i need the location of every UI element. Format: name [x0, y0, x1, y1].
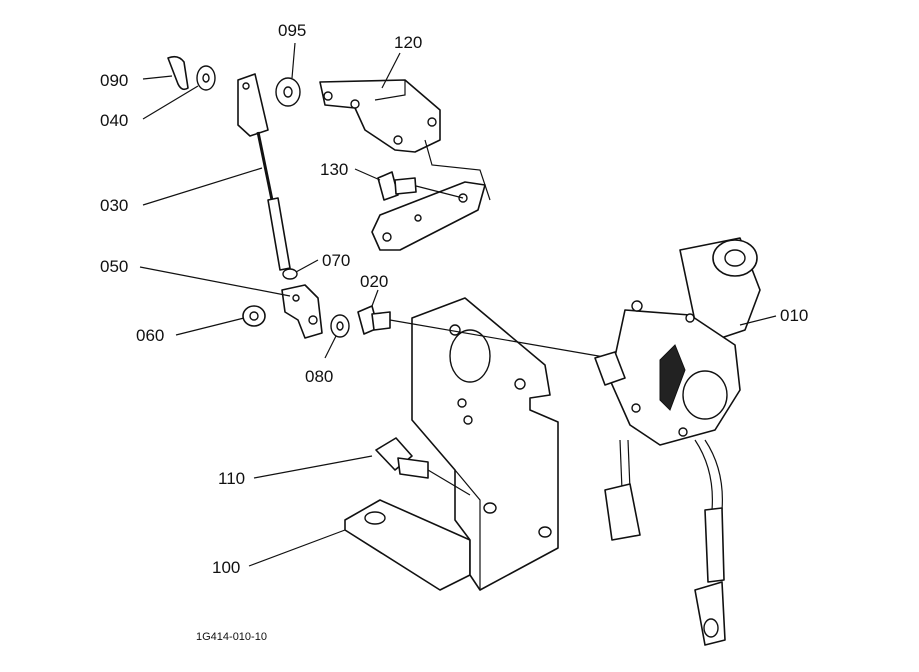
part-100-bracket — [344, 297, 559, 591]
callout-110: 110 — [218, 469, 245, 488]
callout-095: 095 — [278, 21, 306, 40]
part-010-actuator — [594, 237, 761, 646]
part-120-bracket — [319, 79, 491, 251]
callout-080: 080 — [305, 367, 333, 386]
callout-010: 010 — [780, 306, 808, 325]
callout-130: 130 — [320, 160, 348, 179]
callout-100: 100 — [212, 558, 240, 577]
callout-060: 060 — [136, 326, 164, 345]
part-130-bolt — [377, 171, 464, 201]
part-070-washer — [282, 268, 298, 280]
callout-070: 070 — [322, 251, 350, 270]
part-050-lever — [281, 284, 323, 339]
callout-120: 120 — [394, 33, 422, 52]
part-030-rod — [237, 73, 291, 271]
part-020-bolt — [357, 305, 611, 359]
callout-050: 050 — [100, 257, 128, 276]
callout-020: 020 — [360, 272, 388, 291]
callout-090: 090 — [100, 71, 128, 90]
callout-040: 040 — [100, 111, 128, 130]
part-110-bolt — [375, 437, 471, 496]
callout-030: 030 — [100, 196, 128, 215]
leader-lines — [139, 42, 777, 567]
figure-code: 1G414-010-10 — [196, 631, 267, 643]
part-090-pin — [167, 55, 189, 91]
part-060-nut — [242, 305, 266, 327]
